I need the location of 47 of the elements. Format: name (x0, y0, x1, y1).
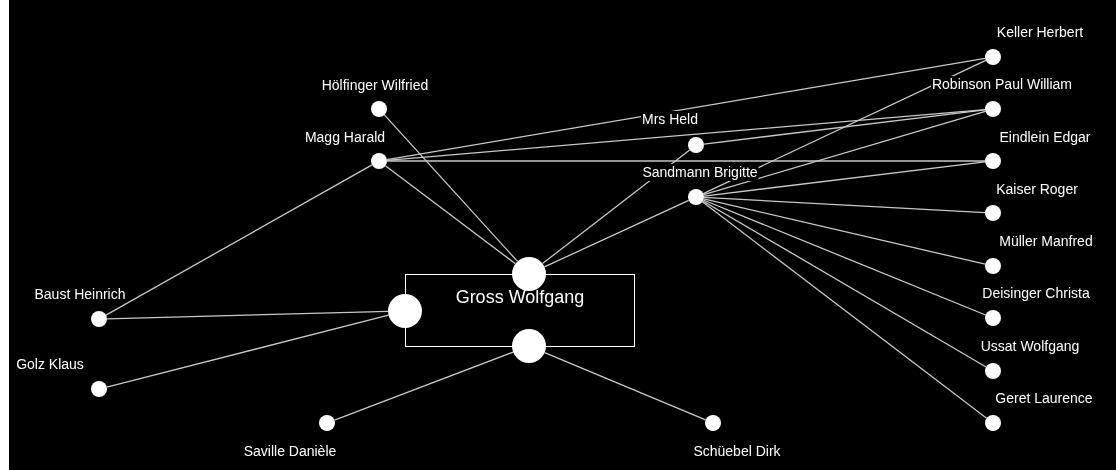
connector-line (333, 351, 514, 421)
person-name: Deisinger Christa (981, 285, 1091, 302)
connector-line (702, 199, 987, 316)
person-name: Ussat Wolfgang (979, 338, 1081, 355)
connector-line (106, 314, 390, 388)
connector-line (702, 200, 987, 368)
person-node (985, 153, 1001, 169)
person-node (985, 205, 1001, 221)
connector-line (105, 164, 373, 316)
person-name: Kaiser Roger (995, 181, 1079, 198)
person-name: Baust Heinrich (33, 286, 127, 303)
person-node (985, 415, 1001, 431)
connector-line (703, 196, 986, 214)
person-node (319, 415, 335, 431)
person-node (91, 311, 107, 327)
person-node (985, 310, 1001, 326)
person-node (371, 101, 387, 117)
person-node (985, 363, 1001, 379)
person-name: Gross Wolfgang (455, 287, 585, 308)
connector-line (106, 310, 389, 320)
connector-line (386, 109, 986, 161)
person-node (985, 258, 1001, 274)
connector-line (701, 201, 988, 419)
connection-circle (512, 257, 546, 291)
connector-line (703, 161, 986, 197)
connection-circle (388, 294, 422, 328)
person-node (985, 101, 1001, 117)
person-node (91, 381, 107, 397)
person-name: Sandmann Brigitte (641, 164, 759, 181)
connection-circle (512, 329, 546, 363)
person-name: Magg Harald (303, 129, 387, 146)
connector-line (703, 110, 986, 196)
person-node (688, 137, 704, 153)
connector-line (703, 198, 986, 265)
connector-line (386, 160, 986, 162)
connector-line (386, 57, 986, 161)
connector-line (703, 109, 986, 145)
connector-line (384, 165, 517, 265)
connector-line (544, 351, 707, 421)
person-node (985, 49, 1001, 65)
person-node (688, 189, 704, 205)
person-name: Hölfinger Wilfried (320, 77, 430, 94)
person-node (705, 415, 721, 431)
connector-line (543, 199, 690, 268)
person-node (371, 153, 387, 169)
connector-line (383, 114, 519, 263)
person-name: Eindlein Edgar (998, 129, 1092, 146)
